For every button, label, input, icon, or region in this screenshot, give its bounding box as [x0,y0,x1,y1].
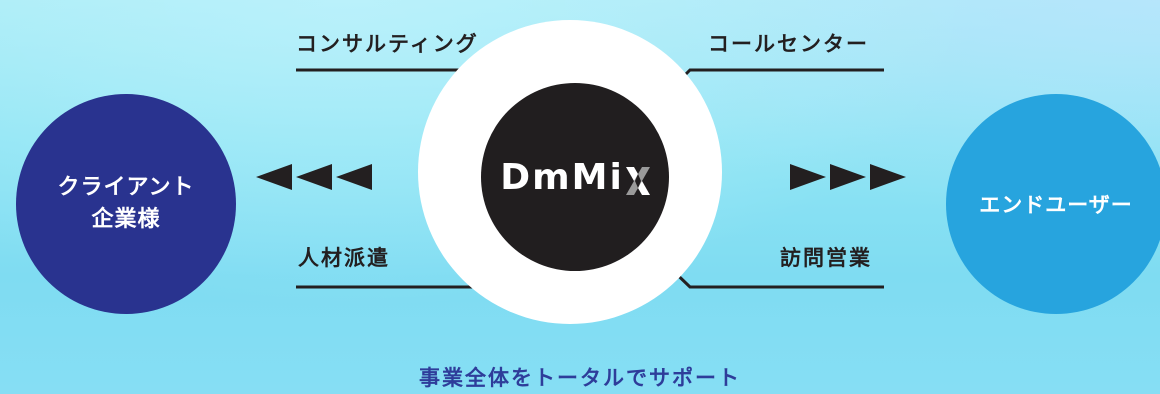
support-caption: 事業全体をトータルでサポート [419,366,741,390]
dmmix-logo: DmMi [481,83,669,271]
triangle-left-icon [336,164,372,190]
arrows-left [256,164,372,190]
triangle-left-icon [296,164,332,190]
triangle-right-icon [790,164,826,190]
service-call-center: コールセンター [708,32,869,56]
enduser-circle: エンドユーザー [946,94,1160,314]
arrows-right [790,164,906,190]
client-circle: クライアント 企業様 [16,94,236,314]
x-mark-icon [625,163,650,195]
logo-text: DmMi [500,156,624,198]
triangle-right-icon [870,164,906,190]
client-label-line2: 企業様 [91,207,161,232]
service-consulting: コンサルティング [296,32,479,56]
service-staffing: 人材派遣 [298,246,390,270]
service-door-to-door-sales: 訪問営業 [780,246,872,270]
client-label-line1: クライアント [57,175,195,200]
triangle-left-icon [256,164,292,190]
triangle-right-icon [830,164,866,190]
enduser-label: エンドユーザー [979,193,1133,217]
